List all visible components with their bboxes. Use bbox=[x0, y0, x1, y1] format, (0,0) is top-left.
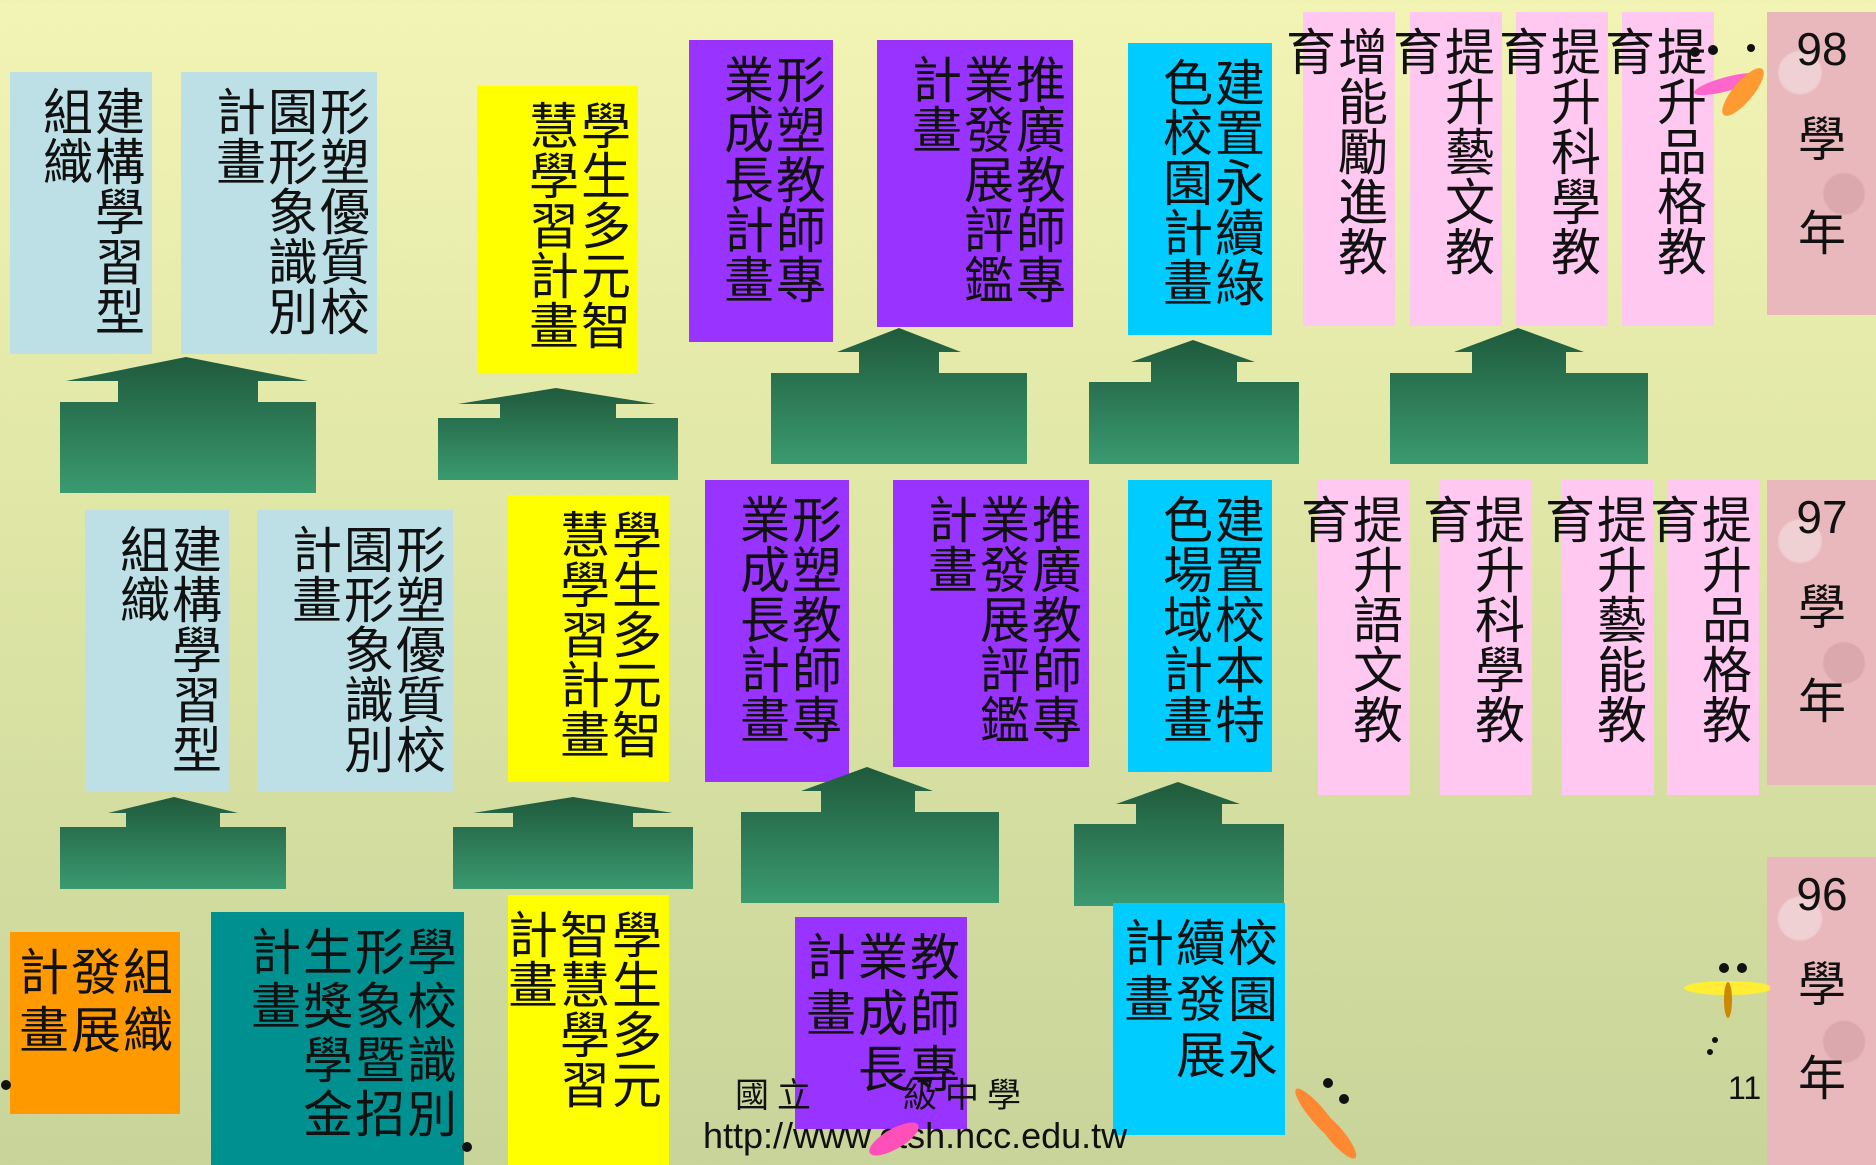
up-arrow bbox=[1089, 340, 1299, 464]
plan-ed1-97: 提升語文教育 bbox=[1293, 480, 1410, 795]
year-char: 年 bbox=[1797, 206, 1846, 262]
year-char: 學 bbox=[1797, 112, 1846, 168]
plan-eval-97: 推廣教師專業發展評鑑計畫 bbox=[893, 480, 1089, 767]
year-char: 年 bbox=[1797, 674, 1846, 730]
footer-school-name: 國立 級中學 bbox=[735, 1076, 1029, 1116]
plan-org-97: 建構學習型組織 bbox=[85, 510, 229, 792]
year-number: 97 bbox=[1796, 491, 1848, 543]
plan-image-97: 形塑優質校園形象識別計畫 bbox=[257, 510, 453, 792]
dragonfly-icon bbox=[1690, 44, 1764, 116]
plan-ed2-98: 提升藝文教育 bbox=[1385, 12, 1502, 326]
year-label-97: 97 學 年 bbox=[1767, 480, 1876, 785]
plan-smart-97: 學生多元智慧學習計畫 bbox=[508, 495, 669, 782]
year-char: 學 bbox=[1797, 580, 1846, 636]
plan-ed3-98: 提升科學教育 bbox=[1491, 12, 1608, 326]
plan-site-97: 建置校本特色場域計畫 bbox=[1128, 480, 1272, 772]
dot-decoration bbox=[1, 1080, 11, 1090]
plan-image-96: 學校識別形象暨招生獎學金計畫 bbox=[211, 912, 464, 1165]
plan-teacher-98: 形塑教師專業成長計畫 bbox=[689, 40, 833, 342]
dragonfly-icon bbox=[1295, 1078, 1357, 1159]
dragonfly-icon bbox=[1684, 963, 1770, 1055]
dragonfly-icon bbox=[869, 1122, 919, 1156]
plan-green-96: 校園永續發展計畫 bbox=[1113, 903, 1285, 1135]
plan-smart-96: 學生多元智慧學習計畫 bbox=[500, 895, 669, 1165]
up-arrow bbox=[771, 328, 1027, 464]
plan-image-98: 形塑優質校園形象識別計畫 bbox=[181, 72, 377, 354]
year-number: 96 bbox=[1796, 868, 1848, 920]
up-arrow bbox=[1390, 328, 1648, 464]
plan-smart-98: 學生多元智慧學習計畫 bbox=[477, 86, 638, 373]
plan-teacher-97: 形塑教師專業成長計畫 bbox=[705, 480, 849, 782]
plan-green-98: 建置永續綠色校園計畫 bbox=[1128, 43, 1272, 335]
year-char: 年 bbox=[1797, 1051, 1846, 1107]
year-label-98: 98 學 年 bbox=[1767, 12, 1876, 315]
up-arrow bbox=[438, 388, 678, 480]
plan-ed4-97: 提升品格教育 bbox=[1642, 480, 1759, 795]
dot-decoration bbox=[462, 1142, 472, 1152]
footer-url[interactable]: http://www.ctsh.ncc.edu.tw bbox=[703, 1115, 1128, 1156]
up-arrow bbox=[1074, 782, 1284, 906]
plan-org-98: 建構學習型組織 bbox=[10, 72, 152, 354]
year-char: 學 bbox=[1797, 957, 1846, 1013]
plan-ed1-98: 增能勵進教育 bbox=[1278, 12, 1395, 326]
plan-teacher-96: 教師專業成長計畫 bbox=[795, 917, 967, 1129]
plan-eval-98: 推廣教師專業發展評鑑計畫 bbox=[877, 40, 1073, 327]
up-arrow bbox=[60, 357, 316, 493]
up-arrow bbox=[453, 797, 693, 889]
page-number: 11 bbox=[1728, 1070, 1762, 1106]
plan-ed3-97: 提升藝能教育 bbox=[1537, 480, 1654, 795]
plan-ed2-97: 提升科學教育 bbox=[1415, 480, 1532, 795]
year-number: 98 bbox=[1796, 23, 1848, 75]
plan-ed4-98: 提升品格教育 bbox=[1597, 12, 1714, 326]
up-arrow bbox=[60, 797, 286, 889]
up-arrow bbox=[741, 767, 999, 903]
year-label-96: 96 學 年 bbox=[1767, 857, 1876, 1165]
plan-org-96: 組織發展計畫 bbox=[10, 932, 180, 1114]
